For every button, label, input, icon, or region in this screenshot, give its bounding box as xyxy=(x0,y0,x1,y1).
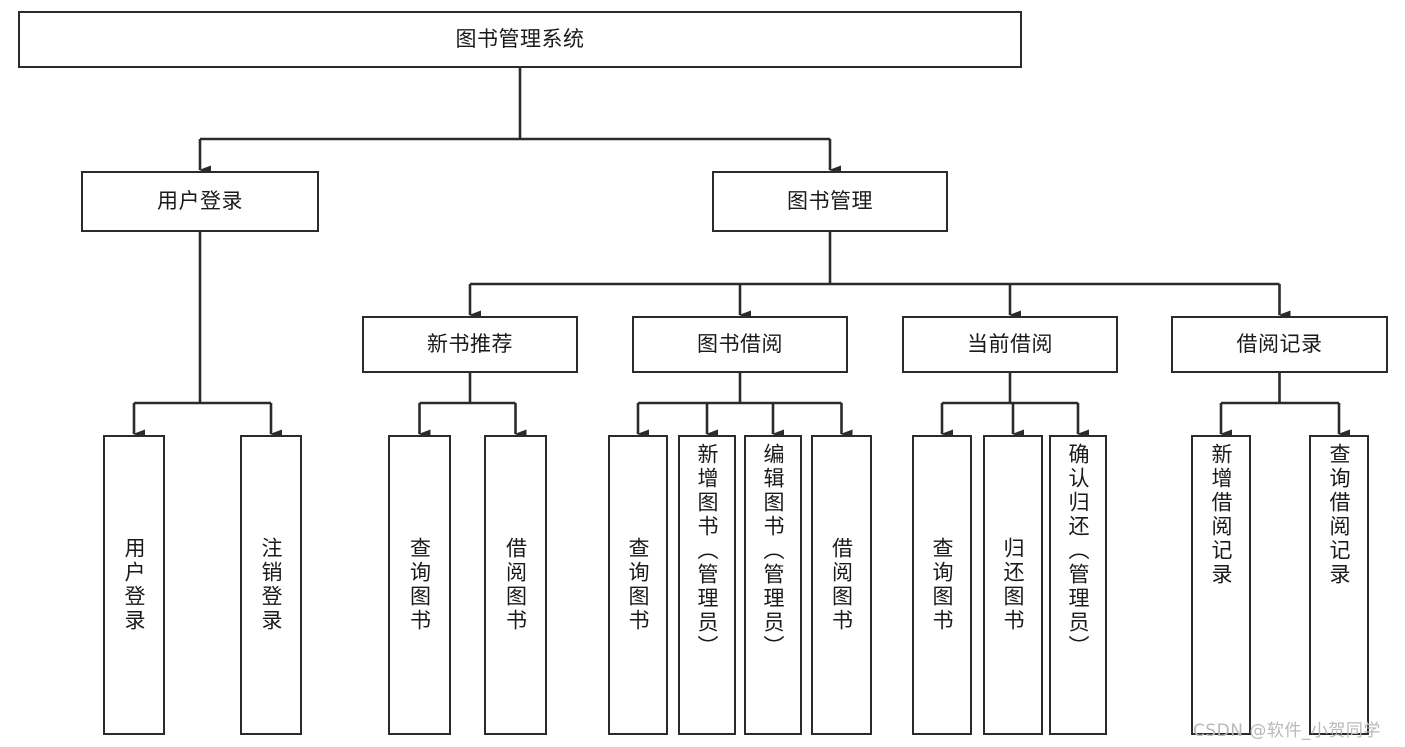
node-login-1: 用户登录 xyxy=(103,435,165,735)
node-login-2: 注销登录 xyxy=(240,435,302,735)
node-label: 注销登录 xyxy=(259,537,284,633)
node-records-2: 查询借阅记录 xyxy=(1309,435,1369,735)
node-newbook-2: 借阅图书 xyxy=(484,435,547,735)
node-label: 当前借阅 xyxy=(967,332,1053,357)
node-label: 图书借阅 xyxy=(697,332,783,357)
node-root: 图书管理系统 xyxy=(18,11,1022,68)
node-label: 用户登录 xyxy=(157,189,243,214)
node-records-1: 新增借阅记录 xyxy=(1191,435,1251,735)
node-label: 查询图书 xyxy=(626,537,651,633)
node-label: 查询借阅记录 xyxy=(1327,443,1352,587)
node-records: 借阅记录 xyxy=(1171,316,1388,373)
node-login: 用户登录 xyxy=(81,171,319,232)
node-label: 新书推荐 xyxy=(427,332,513,357)
node-label: 借阅图书 xyxy=(829,537,854,633)
node-label: 用户登录 xyxy=(122,537,147,633)
node-newbook-1: 查询图书 xyxy=(388,435,451,735)
node-label: 确认归还（管理员） xyxy=(1066,443,1091,659)
node-label: 借阅图书 xyxy=(503,537,528,633)
node-newbook: 新书推荐 xyxy=(362,316,578,373)
node-label: 借阅记录 xyxy=(1236,332,1323,357)
node-bookmgmt: 图书管理 xyxy=(712,171,948,232)
node-label: 新增借阅记录 xyxy=(1209,443,1234,587)
node-current-3: 确认归还（管理员） xyxy=(1049,435,1107,735)
node-label: 新增图书（管理员） xyxy=(695,443,720,659)
node-label: 查询图书 xyxy=(930,537,955,633)
node-borrow-4: 借阅图书 xyxy=(811,435,872,735)
node-current: 当前借阅 xyxy=(902,316,1118,373)
node-label: 归还图书 xyxy=(1001,537,1026,633)
node-borrow-2: 新增图书（管理员） xyxy=(678,435,736,735)
node-label: 图书管理 xyxy=(787,189,873,214)
node-label: 图书管理系统 xyxy=(455,27,585,52)
node-borrow-3: 编辑图书（管理员） xyxy=(744,435,802,735)
csdn-watermark: CSDN @软件_小贺同学 xyxy=(1193,721,1381,741)
node-borrow: 图书借阅 xyxy=(632,316,848,373)
node-label: 查询图书 xyxy=(407,537,432,633)
node-borrow-1: 查询图书 xyxy=(608,435,668,735)
node-current-1: 查询图书 xyxy=(912,435,972,735)
node-current-2: 归还图书 xyxy=(983,435,1043,735)
node-label: 编辑图书（管理员） xyxy=(761,443,786,659)
